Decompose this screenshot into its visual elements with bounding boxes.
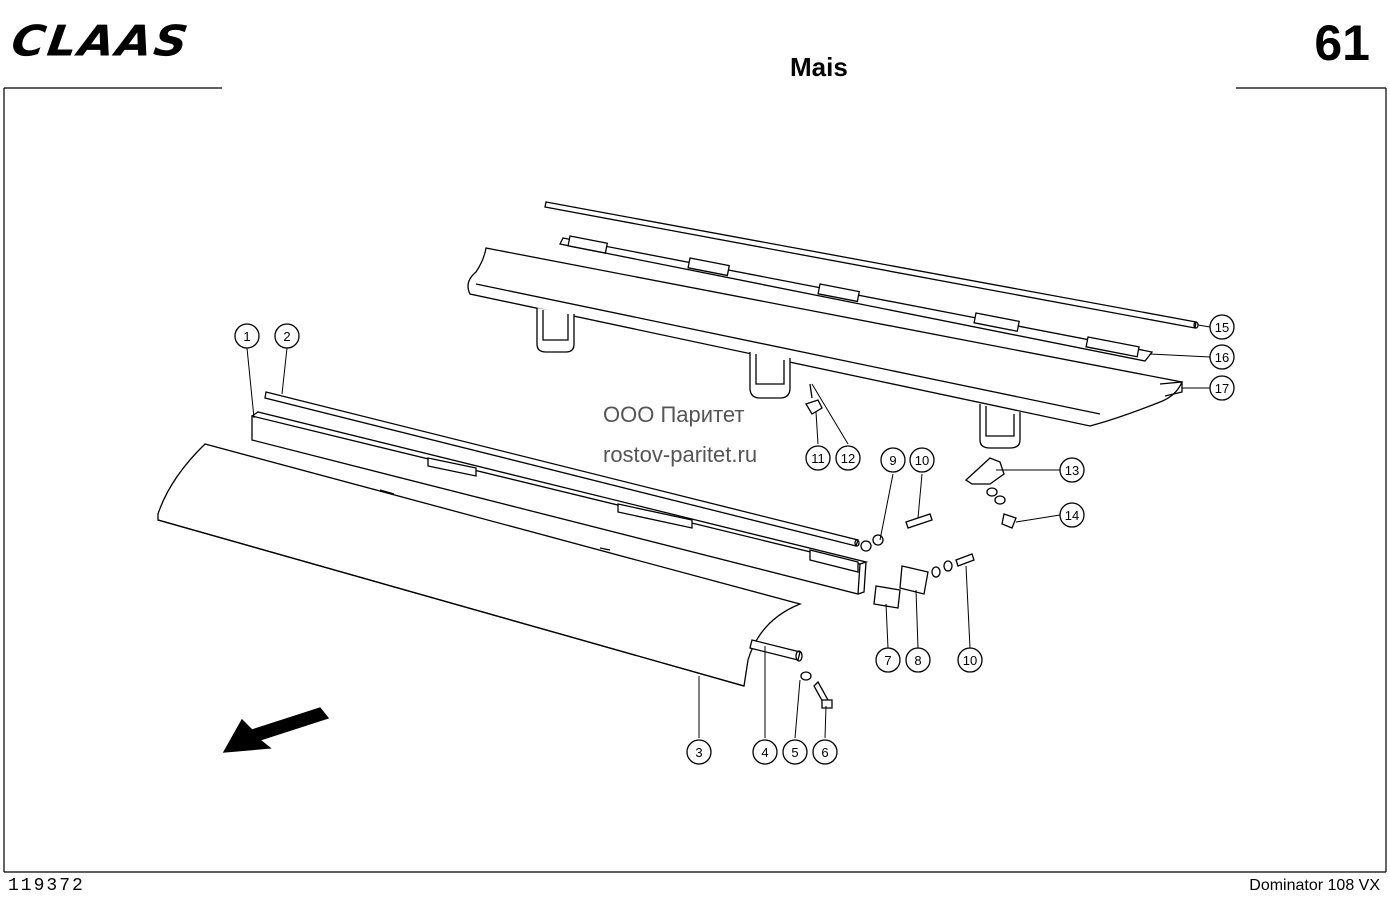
callout-label: 15 (1215, 320, 1229, 335)
part-upper-trough (467, 247, 1183, 449)
callout-label: 6 (821, 745, 828, 760)
part-washer-bolt-lower (800, 671, 833, 709)
page-title: Mais (790, 52, 848, 82)
part-rod-lower (264, 391, 860, 547)
callout-label: 7 (884, 653, 891, 668)
callout-label: 16 (1215, 350, 1229, 365)
callout-label: 13 (1065, 463, 1079, 478)
arrow-down-left-icon (222, 707, 330, 753)
callout-label: 1 (243, 329, 250, 344)
part-bracket-13 (964, 457, 1017, 529)
part-flat-bar (251, 411, 869, 595)
page-number: 61 (1314, 15, 1370, 71)
part-tube (749, 639, 803, 662)
part-angle-strip (559, 235, 1154, 362)
watermark-company: ООО Паритет (603, 402, 745, 427)
callout-10-upper: 10 (909, 447, 935, 473)
callout-label: 8 (914, 653, 921, 668)
part-plates (873, 565, 929, 609)
callout-5: 5 (782, 739, 808, 765)
callout-label: 2 (283, 329, 290, 344)
callout-group: 1 2 3 4 5 6 7 8 9 10 10 11 12 13 14 15 1… (234, 314, 1235, 765)
callout-3: 3 (686, 739, 712, 765)
callout-15: 15 (1209, 314, 1235, 340)
callout-4: 4 (752, 739, 778, 765)
part-washers-bolts (860, 513, 975, 578)
leader-lines (246, 324, 1211, 739)
document-number: 119372 (8, 876, 85, 896)
callout-8: 8 (905, 647, 931, 673)
callout-9: 9 (880, 447, 906, 473)
callout-label: 12 (841, 451, 855, 466)
callout-label: 3 (695, 745, 702, 760)
part-cover-sheet (157, 443, 803, 687)
callout-label: 10 (963, 653, 977, 668)
model-name: Dominator 108 VX (1249, 877, 1380, 894)
callout-13: 13 (1059, 457, 1085, 483)
callout-10-lower: 10 (957, 647, 983, 673)
callout-12: 12 (835, 445, 861, 471)
callout-label: 14 (1065, 508, 1079, 523)
callout-1: 1 (234, 323, 260, 349)
callout-label: 5 (791, 745, 798, 760)
callout-16: 16 (1209, 344, 1235, 370)
callout-7: 7 (875, 647, 901, 673)
callout-2: 2 (274, 323, 300, 349)
callout-label: 17 (1215, 381, 1229, 396)
part-clip-and-bolt (805, 383, 823, 415)
callout-14: 14 (1059, 502, 1085, 528)
callout-label: 11 (811, 451, 825, 466)
callout-6: 6 (812, 739, 838, 765)
watermark-url: rostov-paritet.ru (603, 442, 758, 467)
callout-label: 9 (889, 453, 896, 468)
callout-17: 17 (1209, 375, 1235, 401)
callout-label: 4 (761, 745, 768, 760)
callout-label: 10 (915, 453, 929, 468)
callout-11: 11 (805, 445, 831, 471)
